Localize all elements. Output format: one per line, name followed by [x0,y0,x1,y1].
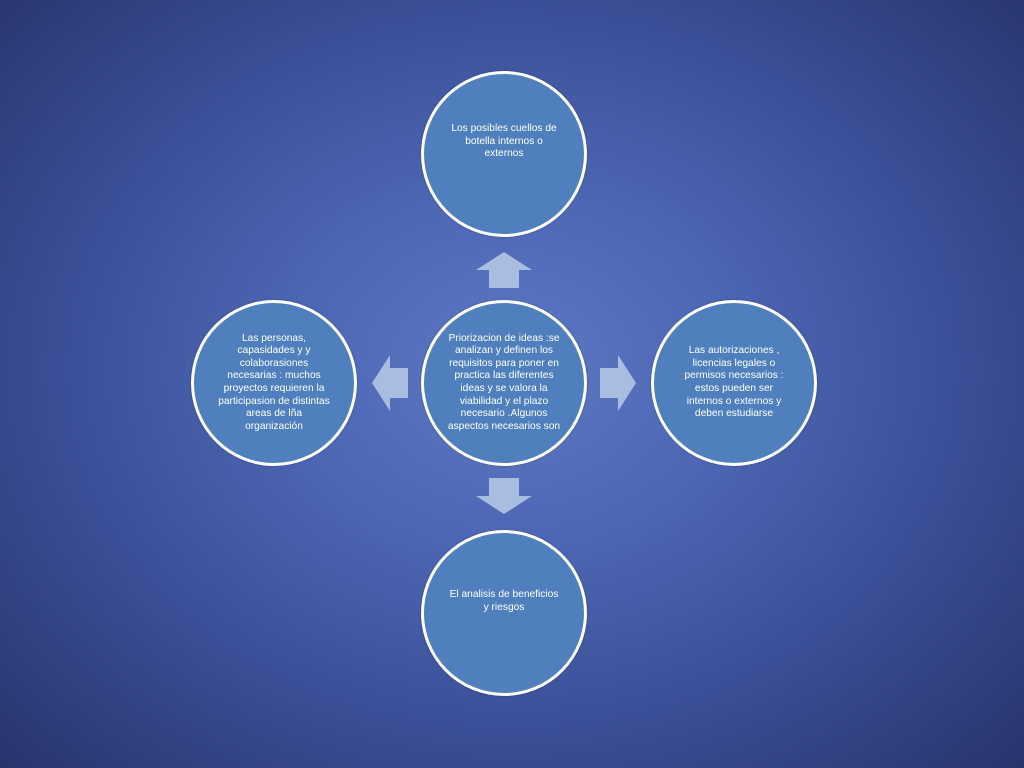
node-people-label: Las personas, capasidades y y colaborasi… [218,332,330,432]
node-benefits-risks: El analisis de beneficios y riesgos [421,530,587,696]
node-authorizations-label: Las autorizaciones , licencias legales o… [684,345,784,420]
arrow-down-icon [476,478,532,514]
node-bottlenecks-label: Los posibles cuellos de botella internos… [451,123,557,160]
arrow-left [372,355,408,411]
node-people: Las personas, capasidades y y colaborasi… [191,300,357,466]
arrow-up [476,252,532,288]
node-authorizations: Las autorizaciones , licencias legales o… [651,300,817,466]
node-center-label: Priorizacion de ideas :se analizan y def… [447,332,561,432]
arrow-right-icon [600,355,636,411]
arrow-up-icon [476,252,532,288]
arrow-left-icon [372,355,408,411]
arrow-down [476,478,532,514]
node-benefits-risks-label: El analisis de beneficios y riesgos [449,589,559,613]
arrow-right [600,355,636,411]
node-bottlenecks: Los posibles cuellos de botella internos… [421,71,587,237]
node-center-prioritization: Priorizacion de ideas :se analizan y def… [421,300,587,466]
